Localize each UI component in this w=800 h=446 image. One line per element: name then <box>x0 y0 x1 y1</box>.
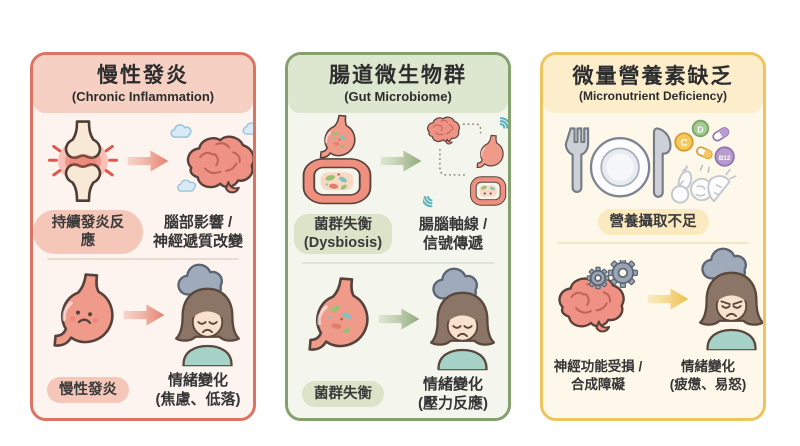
gear-icon <box>586 267 610 290</box>
outcome-label-row: 神經功能受損 / 合成障礙 情緒變化 (疲憊、易怒) <box>543 351 763 401</box>
cause-label-row: 持續發炎反應 腦部影響 / 神經遞質改變 <box>33 209 253 255</box>
cause-badge: 持續發炎反應 <box>33 209 143 255</box>
capsule-icon <box>696 146 713 160</box>
outcome-illustration-row <box>288 267 508 371</box>
mood-change-label: 情緒變化 (焦慮、低落) <box>155 371 241 409</box>
outcome-badge: 菌群失衡 <box>302 380 384 408</box>
knife-icon <box>652 127 672 198</box>
cause-illustration-row <box>33 113 253 209</box>
arrow-icon <box>378 308 420 330</box>
cause-label-row: 菌群失衡 (Dysbiosis) 腸腦軸線 / 信號傳遞 <box>288 209 508 259</box>
outcome-badge: 慢性發炎 <box>47 376 129 404</box>
mood-change-label: 情緒變化 (壓力反應) <box>418 375 488 413</box>
panel-title-en: (Chronic Inflammation) <box>71 88 215 104</box>
plate-icon <box>589 137 651 198</box>
gut-brain-axis-icon <box>423 116 508 207</box>
vitamin-c-label: C <box>680 138 687 149</box>
empty-plate-vitamins-icon: C D B12 <box>564 119 737 204</box>
arrow-icon <box>380 150 422 172</box>
cause-illustration-row: C D B12 <box>543 113 763 205</box>
panel-header: 微量營養素缺乏 (Micronutrient Deficiency) <box>543 55 763 113</box>
effect-label: 腦部影響 / 神經遞質改變 <box>152 213 243 251</box>
panel-gut-microbiome: 腸道微生物群 (Gut Microbiome) <box>285 52 511 421</box>
stomach-with-microbes-icon <box>295 276 377 362</box>
cause-illustration-row <box>288 113 508 209</box>
sad-woman-storm-cloud-icon <box>174 263 241 367</box>
outcome-illustration-row <box>33 263 253 367</box>
panel-group: 慢性發炎 (Chronic Inflammation) <box>30 52 766 421</box>
outcome-label-row: 慢性發炎 情緒變化 (焦慮、低落) <box>33 367 253 413</box>
panel-chronic-inflammation: 慢性發炎 (Chronic Inflammation) <box>30 52 256 421</box>
gear-icon <box>607 260 639 289</box>
cause-label-row: 營養攝取不足 <box>543 205 763 239</box>
panel-title-zh: 慢性發炎 <box>97 64 189 88</box>
sad-woman-storm-cloud-icon <box>429 267 496 371</box>
vitamin-b12-label: B12 <box>719 155 731 162</box>
panel-micronutrient-deficiency: 微量營養素缺乏 (Micronutrient Deficiency) <box>540 52 766 421</box>
sad-stomach-icon <box>40 272 122 358</box>
outcome-label-row: 菌群失衡 情緒變化 (壓力反應) <box>288 371 508 417</box>
vitamin-pills-icon: C D B12 <box>674 119 735 173</box>
panel-header: 腸道微生物群 (Gut Microbiome) <box>288 55 508 113</box>
section-divider <box>302 262 494 264</box>
brain-with-clouds-icon <box>170 121 253 194</box>
panel-title-zh: 腸道微生物群 <box>329 64 467 88</box>
outcome-illustration-row <box>543 247 763 351</box>
neuro-impairment-label: 神經功能受損 / 合成障礙 <box>553 359 643 392</box>
dysbiosis-badge: 菌群失衡 (Dysbiosis) <box>293 213 393 255</box>
fork-icon <box>564 127 590 193</box>
panel-title-en: (Micronutrient Deficiency) <box>578 89 728 104</box>
arrow-icon <box>647 288 689 310</box>
section-divider <box>557 242 749 244</box>
capsule-icon <box>712 127 730 142</box>
faded-vegetables-icon <box>670 165 737 204</box>
mood-change-label: 情緒變化 (疲憊、易怒) <box>669 359 747 392</box>
panel-header: 慢性發炎 (Chronic Inflammation) <box>33 55 253 113</box>
arrow-icon <box>127 150 169 172</box>
panel-title-en: (Gut Microbiome) <box>344 88 452 104</box>
angry-woman-storm-cloud-icon <box>690 247 766 350</box>
axis-label: 腸腦軸線 / 信號傳遞 <box>418 215 488 253</box>
brain-with-gears-icon <box>558 260 639 334</box>
inflamed-joint-icon <box>47 120 119 202</box>
vitamin-d-label: D <box>697 124 703 134</box>
panel-title-zh: 微量營養素缺乏 <box>572 64 734 88</box>
section-divider <box>47 258 239 260</box>
arrow-icon <box>123 304 165 326</box>
insufficient-intake-badge: 營養攝取不足 <box>597 208 709 236</box>
gut-with-microbes-icon <box>295 114 379 208</box>
